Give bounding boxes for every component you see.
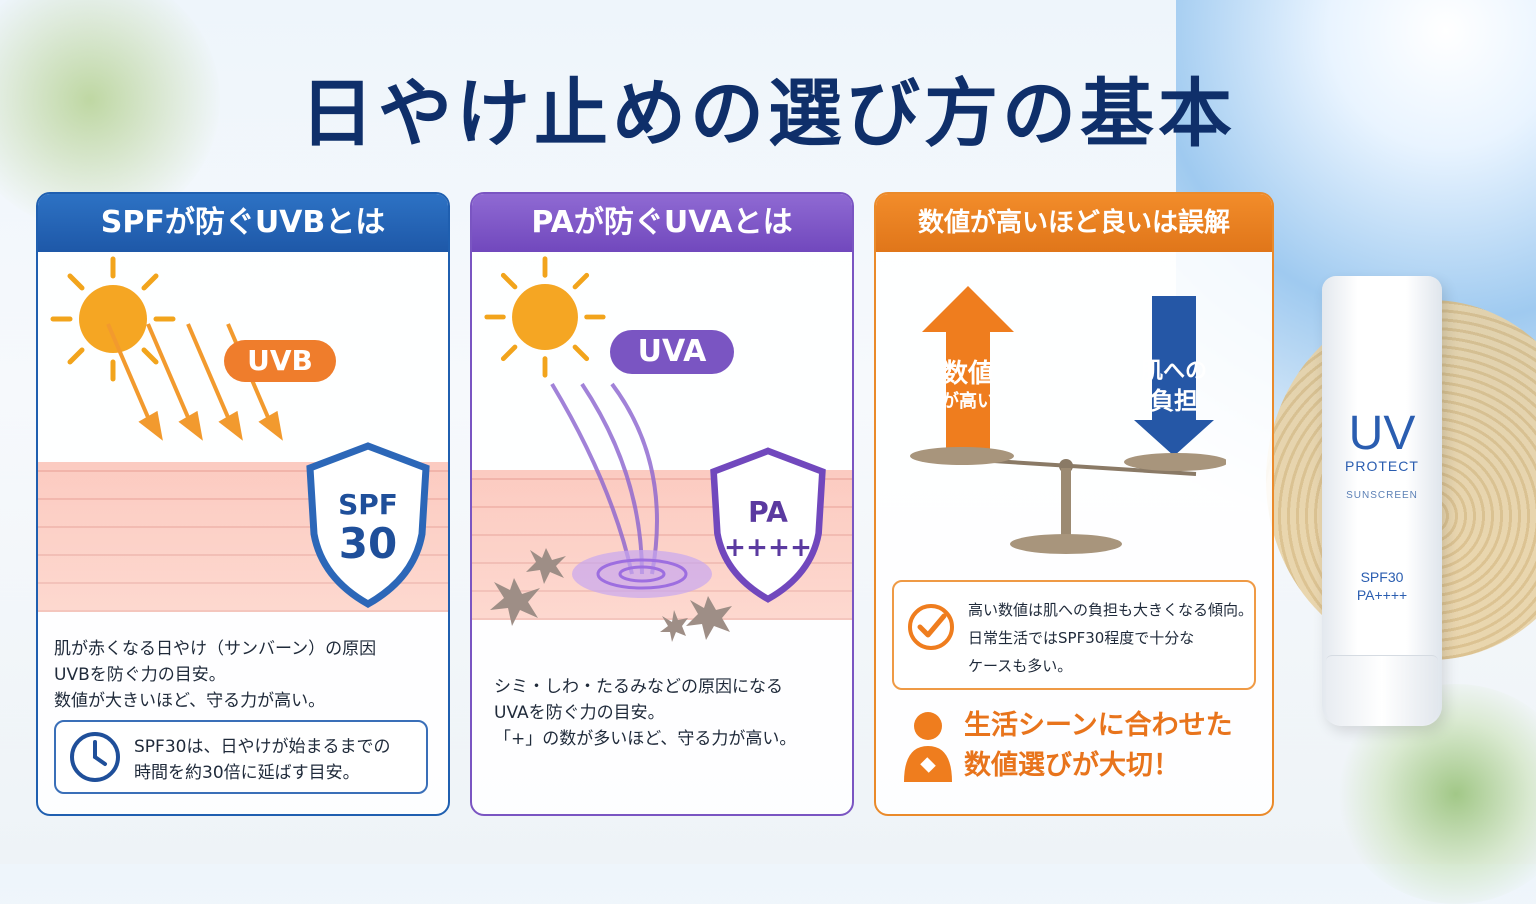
shield-pa-text: PA <box>748 496 788 529</box>
arrow-down-label: 肌への 負担 <box>1132 358 1216 416</box>
damage-spots-icon <box>490 548 732 642</box>
arrow-down-label-line: 負担 <box>1150 387 1198 415</box>
tube-brand: UV <box>1348 407 1416 460</box>
pa-card: PAが防ぐUVAとは UVA PA ++++ シ <box>470 192 854 816</box>
check-icon <box>908 604 954 650</box>
person-icon <box>904 712 952 782</box>
advice-line: 数値選びが大切！ <box>964 750 1180 781</box>
advice-line: 生活シーンに合わせた <box>964 710 1233 741</box>
misconception-card: 数値が高いほど良いは誤解 数値 が高い 肌への 負担 高い数値は肌への負担も大き… <box>874 192 1274 816</box>
pa-card-heading: PAが防ぐUVAとは <box>472 194 852 252</box>
shield-spf-text: SPF <box>338 488 398 521</box>
misconception-note-line: ケースも多い。 <box>968 657 1073 675</box>
page-title: 日やけ止めの選び方の基本 <box>300 71 1236 157</box>
tube-spf: SPF30 <box>1360 569 1404 585</box>
pa-description-line: UVAを防ぐ力の目安。 <box>494 703 665 723</box>
advice-text: 生活シーンに合わせた 数値選びが大切！ <box>964 706 1233 786</box>
balance-scale-icon <box>910 447 1226 554</box>
misconception-note-box: 高い数値は肌への負担も大きくなる傾向。 日常生活ではSPF30程度で十分な ケー… <box>892 580 1256 690</box>
shield-icon: SPF 30 <box>306 442 430 608</box>
spf-note-box: SPF30は、日やけが始まるまでの 時間を約30倍に延ばす目安。 <box>54 720 428 794</box>
pa-description-line: 「+」の数が多いほど、守る力が高い。 <box>494 729 797 749</box>
spf-note-line: SPF30は、日やけが始まるまでの <box>134 737 391 757</box>
tube-pa: PA++++ <box>1356 587 1408 603</box>
arrow-up-label-line: が高い <box>941 391 995 412</box>
tube-cap <box>1326 655 1438 726</box>
misconception-note-line: 日常生活ではSPF30程度で十分な <box>968 629 1195 647</box>
clock-icon <box>70 732 120 782</box>
spf-description-line: 数値が大きいほど、守る力が高い。 <box>54 691 326 711</box>
misconception-note-text: 高い数値は肌への負担も大きくなる傾向。 日常生活ではSPF30程度で十分な ケー… <box>968 596 1253 680</box>
tube-spf-pa: SPF30 PA++++ <box>1322 568 1442 604</box>
arrow-down-icon <box>1134 296 1214 456</box>
shield-pa-value: ++++ <box>724 533 812 563</box>
tube-line2: SUNSCREEN <box>1346 490 1418 501</box>
misconception-card-heading: 数値が高いほど良いは誤解 <box>876 194 1272 252</box>
spf-description-line: UVBを防ぐ力の目安。 <box>54 665 226 685</box>
spf-note-text: SPF30は、日やけが始まるまでの 時間を約30倍に延ばす目安。 <box>134 734 390 786</box>
arrow-up-label-line: 数値 <box>941 359 994 389</box>
misconception-note-line: 高い数値は肌への負担も大きくなる傾向。 <box>968 601 1254 619</box>
spf-note-line: 時間を約30倍に延ばす目安。 <box>134 763 360 783</box>
spf-card-heading: SPFが防ぐUVBとは <box>38 194 448 252</box>
spf-description: 肌が赤くなる日やけ（サンバーン）の原因 UVBを防ぐ力の目安。 数値が大きいほど… <box>54 636 376 714</box>
shield-spf-value: 30 <box>339 519 397 568</box>
arrow-down-label-line: 肌への <box>1140 359 1207 384</box>
tube-line1: PROTECT <box>1345 458 1419 474</box>
arrow-up-label: 数値 が高い <box>920 358 1016 414</box>
pa-description: シミ・しわ・たるみなどの原因になる UVAを防ぐ力の目安。 「+」の数が多いほど… <box>494 674 796 752</box>
shield-icon: PA ++++ <box>710 447 826 603</box>
spf-description-line: 肌が赤くなる日やけ（サンバーン）の原因 <box>54 639 377 659</box>
pa-description-line: シミ・しわ・たるみなどの原因になる <box>494 677 783 697</box>
spf-card: SPFが防ぐUVBとは UVB SPF 30 肌が赤くなる日やけ（サンバーン）の… <box>36 192 450 816</box>
sun-icon <box>50 256 176 382</box>
uva-rays-icon <box>550 382 712 598</box>
arrow-up-icon <box>922 286 1014 456</box>
sun-icon <box>484 256 606 378</box>
sunscreen-tube-image: UV PROTECT SUNSCREEN SPF30 PA++++ <box>1322 276 1442 726</box>
uva-label: UVA <box>610 330 734 374</box>
uvb-label: UVB <box>224 340 336 382</box>
